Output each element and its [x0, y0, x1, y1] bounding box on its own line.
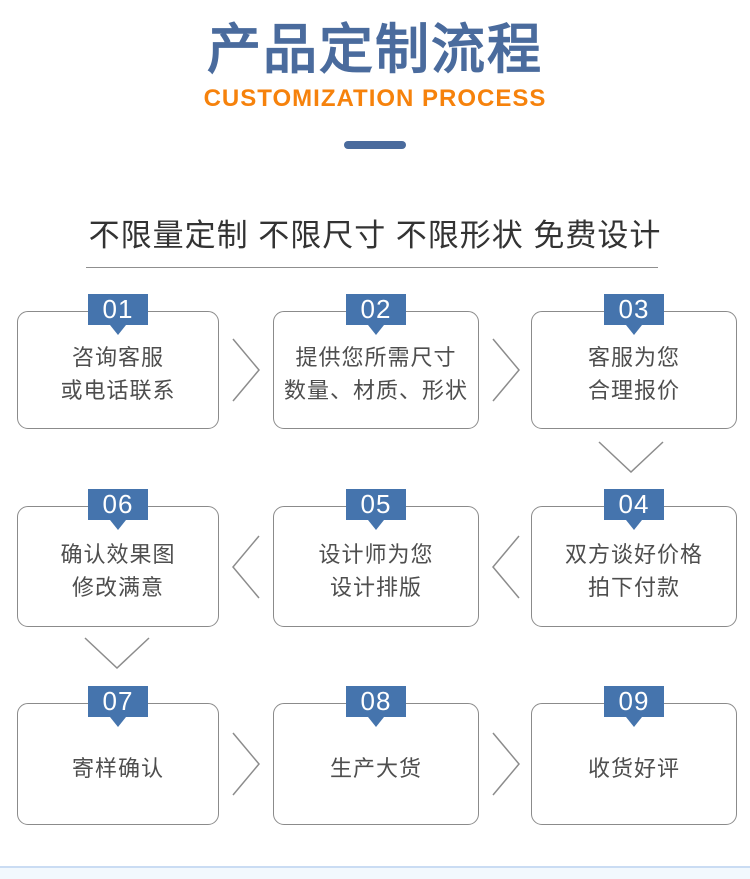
arrow-left-icon: [492, 535, 520, 599]
step-text: 修改满意: [71, 574, 164, 600]
step-text: 客服为您: [587, 345, 680, 370]
arrow-right-icon: [232, 732, 260, 796]
badge-number: 03: [618, 294, 650, 324]
badge-pointer-icon: [368, 520, 384, 530]
step-text: 或电话联系: [60, 378, 176, 403]
step-badge-01: 01: [88, 294, 148, 335]
step-text: 设计师为您: [318, 541, 434, 567]
page-title: 产品定制流程: [207, 20, 543, 80]
step-badge-09: 09: [604, 686, 664, 727]
badge-number: 04: [618, 489, 650, 519]
step-text: 咨询客服: [71, 345, 164, 370]
badge-number: 01: [102, 294, 134, 324]
badge-number: 07: [102, 686, 134, 716]
arrow-down-icon: [598, 441, 664, 473]
next-section-edge: [0, 866, 750, 879]
step-box-09: 09 收货好评: [531, 686, 737, 825]
step-text: 生产大货: [329, 755, 422, 781]
step-box-08: 08 生产大货: [273, 686, 479, 825]
divider-line: [86, 267, 658, 268]
badge-number: 05: [360, 489, 392, 519]
arrow-down-icon: [84, 637, 150, 669]
step-text: 设计排版: [329, 574, 422, 600]
step-text: 合理报价: [587, 378, 680, 403]
step-badge-06: 06: [88, 489, 148, 530]
step-box-05: 05 设计师为您 设计排版: [273, 489, 479, 627]
tagline-text: 不限量定制 不限尺寸 不限形状 免费设计: [88, 218, 662, 253]
step-box-04: 04 双方谈好价格 拍下付款: [531, 489, 737, 627]
step-text: 寄样确认: [71, 755, 164, 781]
step-box-06: 06 确认效果图 修改满意: [17, 489, 219, 627]
step-badge-05: 05: [346, 489, 406, 530]
badge-number: 08: [360, 686, 392, 716]
step-text: 收货好评: [587, 755, 680, 781]
step-text: 确认效果图: [60, 541, 176, 567]
badge-pointer-icon: [626, 520, 642, 530]
badge-pointer-icon: [368, 325, 384, 335]
badge-pointer-icon: [110, 520, 126, 530]
step-text: 拍下付款: [587, 574, 680, 600]
badge-pointer-icon: [110, 717, 126, 727]
badge-pointer-icon: [368, 717, 384, 727]
step-box-03: 03 客服为您 合理报价: [531, 294, 737, 429]
step-box-02: 02 提供您所需尺寸 数量、材质、形状: [273, 294, 479, 429]
arrow-right-icon: [492, 338, 520, 402]
badge-pointer-icon: [626, 325, 642, 335]
badge-pointer-icon: [110, 325, 126, 335]
step-badge-08: 08: [346, 686, 406, 727]
step-text: 提供您所需尺寸: [295, 345, 457, 370]
step-text: 双方谈好价格: [564, 541, 703, 567]
step-badge-04: 04: [604, 489, 664, 530]
title-divider-pill: [344, 141, 406, 149]
page-subtitle: CUSTOMIZATION PROCESS: [203, 85, 547, 112]
arrow-left-icon: [232, 535, 260, 599]
badge-number: 02: [360, 294, 392, 324]
arrow-right-icon: [232, 338, 260, 402]
step-badge-07: 07: [88, 686, 148, 727]
badge-pointer-icon: [626, 717, 642, 727]
badge-number: 06: [102, 489, 134, 519]
arrow-right-icon: [492, 732, 520, 796]
step-box-01: 01 咨询客服 或电话联系: [17, 294, 219, 429]
step-badge-03: 03: [604, 294, 664, 335]
step-text: 数量、材质、形状: [283, 378, 468, 403]
step-box-07: 07 寄样确认: [17, 686, 219, 825]
step-badge-02: 02: [346, 294, 406, 335]
badge-number: 09: [618, 686, 650, 716]
